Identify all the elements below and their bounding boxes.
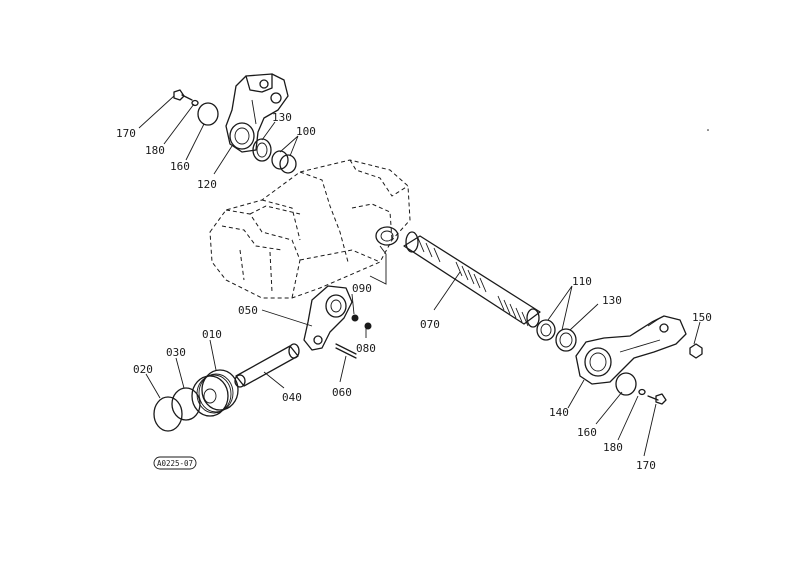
backup-ring-030 (171, 387, 201, 421)
collar-130-top (252, 138, 272, 162)
pin-090 (351, 314, 359, 322)
callout-100: 100 (296, 125, 316, 138)
figure-reference-text: A0225-07 (157, 459, 193, 468)
bolt-150 (689, 343, 703, 359)
nut-080 (364, 322, 372, 330)
callout-labels: 170 180 160 120 130 100 110 130 150 090 … (116, 111, 712, 472)
callout-180-top: 180 (145, 144, 165, 157)
callout-070: 070 (420, 318, 440, 331)
pin-060 (335, 343, 357, 359)
collar-130-right (555, 328, 577, 352)
callout-110: 110 (572, 275, 592, 288)
lift-arm-left (225, 73, 289, 153)
lift-arm-right (575, 315, 687, 385)
piston-rod-040 (234, 343, 300, 388)
callout-160-right: 160 (577, 426, 597, 439)
o-rings-100 (271, 150, 297, 174)
callout-030: 030 (166, 346, 186, 359)
callout-140: 140 (549, 406, 569, 419)
lift-shaft-070 (403, 231, 541, 328)
callout-010: 010 (202, 328, 222, 341)
callout-040: 040 (282, 391, 302, 404)
stray-mark (707, 129, 709, 131)
callout-020: 020 (133, 363, 153, 376)
lift-arm-050 (303, 285, 353, 351)
callout-120: 120 (197, 178, 217, 191)
spring-washer-180-right (638, 388, 646, 396)
callout-130-right: 130 (602, 294, 622, 307)
callout-160-top: 160 (170, 160, 190, 173)
bushing-110 (536, 319, 556, 341)
bolt-170-right (647, 393, 667, 405)
callout-180-right: 180 (603, 441, 623, 454)
bolt-170-top (173, 89, 193, 101)
hydraulic-housing (209, 159, 411, 299)
callout-170-top: 170 (116, 127, 136, 140)
callout-090: 090 (352, 282, 372, 295)
callout-060: 060 (332, 386, 352, 399)
callout-130-top: 130 (272, 111, 292, 124)
figure-reference-badge: A0225-07 (153, 456, 197, 470)
leader-lines (138, 95, 701, 457)
callout-150: 150 (692, 311, 712, 324)
plate-washer-160-right (615, 372, 637, 396)
plate-washer-160-top (197, 102, 219, 126)
callout-080: 080 (356, 342, 376, 355)
callout-050: 050 (238, 304, 258, 317)
o-ring-020 (153, 396, 183, 432)
callout-170-right: 170 (636, 459, 656, 472)
spring-washer-180-top (191, 99, 199, 107)
